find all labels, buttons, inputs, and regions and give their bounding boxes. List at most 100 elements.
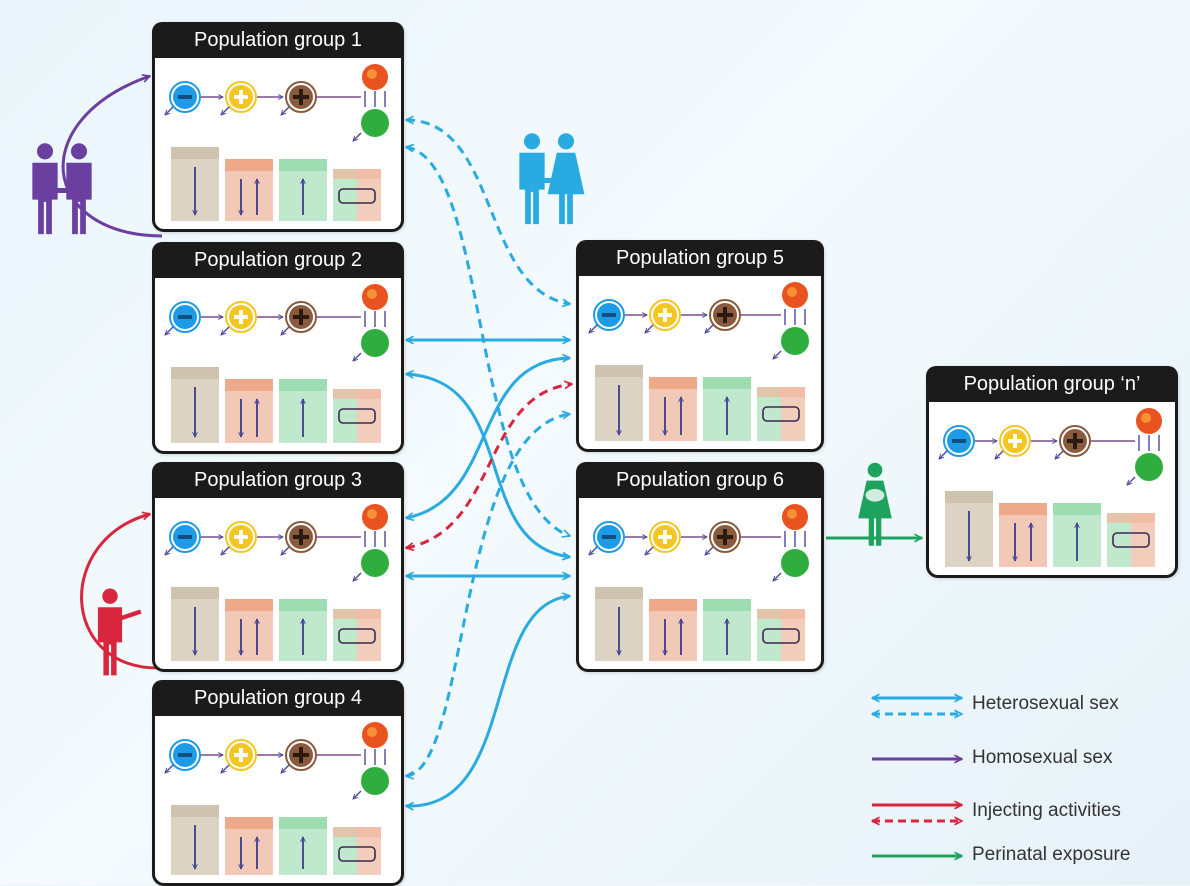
bar-treated	[333, 169, 381, 221]
acute-state-icon	[645, 521, 707, 555]
susceptible-state-icon	[165, 739, 223, 773]
bar-treated	[757, 609, 805, 661]
legend-label-perinatal: Perinatal exposure	[972, 844, 1131, 865]
acute-state-icon	[221, 301, 283, 335]
bar-acute	[999, 503, 1047, 567]
man-woman-holding-hands-icon-person-left	[519, 133, 545, 225]
compartment-model	[579, 280, 811, 441]
aids-state-icon	[360, 502, 390, 532]
bar-chronic	[703, 377, 751, 441]
chronic-state-icon	[281, 521, 317, 555]
bar-treated	[1107, 513, 1155, 567]
hetero-dashed-g4-g5-arrow	[406, 414, 570, 776]
homosexual-loop-group-1-arrow	[61, 76, 163, 238]
hetero-solid-g4-g6-arrow	[406, 596, 570, 806]
susceptible-state-icon	[589, 521, 647, 555]
hetero-dashed-g1-g6-arrow	[406, 147, 570, 536]
susceptible-state-icon	[165, 521, 223, 555]
population-group-4: Population group 4	[152, 680, 404, 886]
bar-acute	[225, 379, 273, 443]
bar-treated	[757, 387, 805, 441]
chronic-state-icon	[281, 81, 317, 115]
population-group-2: Population group 2	[152, 242, 404, 454]
acute-state-icon	[221, 81, 283, 115]
population-group-5: Population group 5	[576, 240, 824, 452]
group-title: Population group 3	[152, 462, 404, 498]
bar-chronic	[1053, 503, 1101, 567]
bar-chronic	[279, 817, 327, 875]
two-men-holding-hands-icon-person-left	[32, 143, 58, 235]
man-woman-holding-hands-icon	[519, 133, 585, 225]
susceptible-state-icon	[165, 301, 223, 335]
compartment-model	[579, 502, 811, 661]
aids-state-icon	[360, 62, 390, 92]
bar-treated	[333, 609, 381, 661]
legend-label-homosexual: Homosexual sex	[972, 747, 1113, 768]
aids-state-icon	[780, 502, 810, 532]
hetero-dashed-g1-g5-arrow	[406, 120, 570, 304]
aids-state-icon	[360, 282, 390, 312]
chronic-state-icon	[1055, 425, 1091, 459]
treated-state-icon	[359, 107, 391, 139]
two-men-holding-hands-icon	[32, 143, 92, 235]
population-group-n: Population group ‘n’	[926, 366, 1178, 578]
aids-state-icon	[360, 720, 390, 750]
legend-label-injecting: Injecting activities	[972, 800, 1121, 821]
population-group-3: Population group 3	[152, 462, 404, 672]
injecting-loop-group-3-arrow	[80, 514, 159, 670]
bar-acute	[225, 817, 273, 875]
aids-state-icon	[1134, 406, 1164, 436]
group-title: Population group 6	[576, 462, 824, 498]
bar-susceptible	[171, 367, 219, 443]
group-title: Population group 2	[152, 242, 404, 278]
population-group-6: Population group 6	[576, 462, 824, 672]
compartment-model	[929, 406, 1165, 567]
bar-susceptible	[595, 587, 643, 661]
chronic-state-icon	[281, 739, 317, 773]
person-injecting-icon	[97, 588, 142, 676]
susceptible-state-icon	[939, 425, 997, 459]
susceptible-state-icon	[589, 299, 647, 333]
aids-state-icon	[780, 280, 810, 310]
bar-chronic	[279, 379, 327, 443]
population-group-1: Population group 1	[152, 22, 404, 232]
acute-state-icon	[645, 299, 707, 333]
group-title: Population group 1	[152, 22, 404, 58]
bar-susceptible	[171, 587, 219, 661]
bar-susceptible	[595, 365, 643, 441]
compartment-model	[155, 502, 391, 661]
bar-susceptible	[945, 491, 993, 567]
hetero-solid-g3-g5-arrow	[406, 358, 570, 518]
group-title: Population group 4	[152, 680, 404, 716]
bar-treated	[333, 389, 381, 443]
bar-susceptible	[171, 805, 219, 875]
chronic-state-icon	[705, 521, 741, 555]
bar-acute	[225, 599, 273, 661]
group-title: Population group ‘n’	[926, 366, 1178, 402]
bar-acute	[649, 377, 697, 441]
treated-state-icon	[359, 765, 391, 797]
acute-state-icon	[221, 521, 283, 555]
bar-acute	[225, 159, 273, 221]
mother-with-baby-icon	[858, 462, 892, 546]
treated-state-icon	[359, 327, 391, 359]
chronic-state-icon	[705, 299, 741, 333]
two-men-holding-hands-icon-person-right	[66, 143, 92, 235]
bar-chronic	[279, 599, 327, 661]
treated-state-icon	[359, 547, 391, 579]
compartment-model	[155, 720, 391, 875]
treated-state-icon	[779, 547, 811, 579]
bar-chronic	[279, 159, 327, 221]
chronic-state-icon	[281, 301, 317, 335]
bar-chronic	[703, 599, 751, 661]
group-title: Population group 5	[576, 240, 824, 276]
susceptible-state-icon	[165, 81, 223, 115]
acute-state-icon	[221, 739, 283, 773]
bar-susceptible	[171, 147, 219, 221]
bar-acute	[649, 599, 697, 661]
man-woman-holding-hands-icon-person-right	[547, 133, 585, 225]
compartment-model	[155, 62, 391, 221]
treated-state-icon	[779, 325, 811, 357]
